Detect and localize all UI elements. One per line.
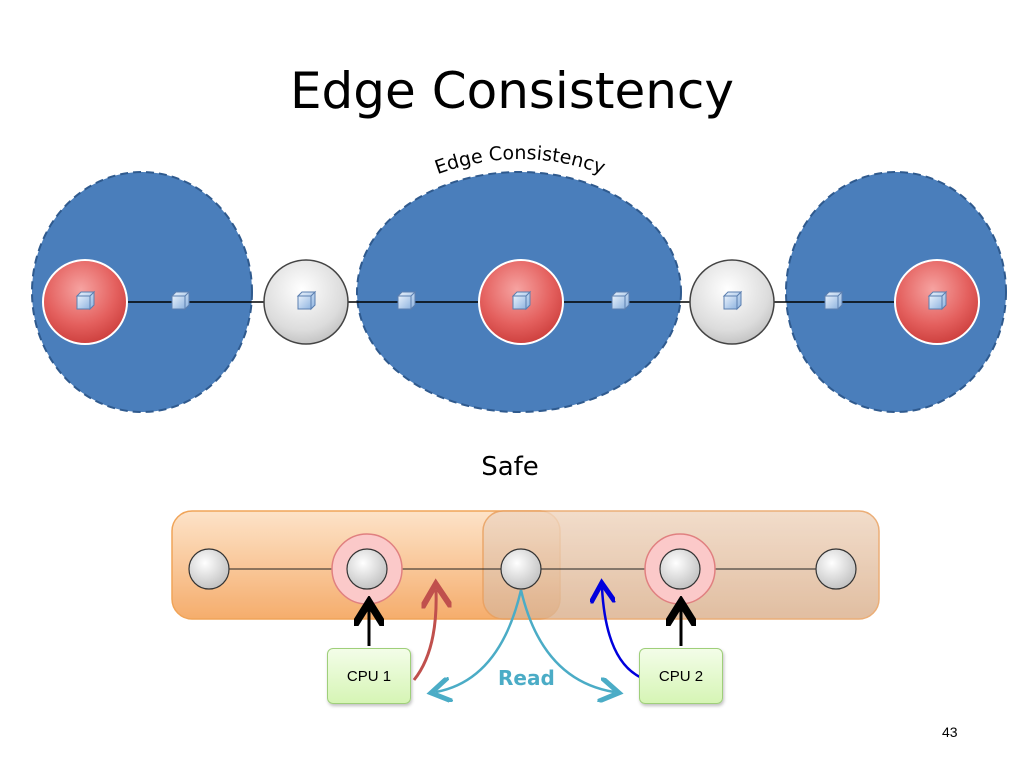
cube-icon — [511, 290, 532, 311]
cube-icon — [927, 290, 948, 311]
read-arrow-left — [436, 589, 523, 692]
scope-region-left — [31, 171, 253, 413]
read-label: Read — [498, 666, 555, 690]
cube-icon — [75, 290, 96, 311]
cpu2-label: CPU 2 — [658, 667, 704, 685]
lower-vertex-5 — [815, 548, 857, 590]
lower-vertex-4 — [659, 548, 701, 590]
cube-icon — [823, 290, 844, 311]
lower-vertex-1 — [188, 548, 230, 590]
cube-icon — [296, 290, 317, 311]
cube-icon — [610, 290, 631, 311]
page-number: 43 — [942, 724, 958, 740]
cpu1-write-arrow — [412, 590, 436, 681]
lower-vertex-3 — [500, 548, 542, 590]
cube-icon — [396, 290, 417, 311]
data-cubes — [75, 290, 948, 311]
cpu2-box: CPU 2 — [639, 648, 723, 704]
cpu1-label: CPU 1 — [346, 667, 392, 685]
read-arrow-right — [519, 589, 614, 692]
lower-vertex-2 — [346, 548, 388, 590]
cube-icon — [722, 290, 743, 311]
safe-label: Safe — [481, 452, 539, 482]
cube-icon — [170, 290, 191, 311]
cpu1-box: CPU 1 — [327, 648, 411, 704]
slide-title: Edge Consistency — [289, 62, 735, 120]
cpu2-write-arrow — [602, 588, 641, 679]
